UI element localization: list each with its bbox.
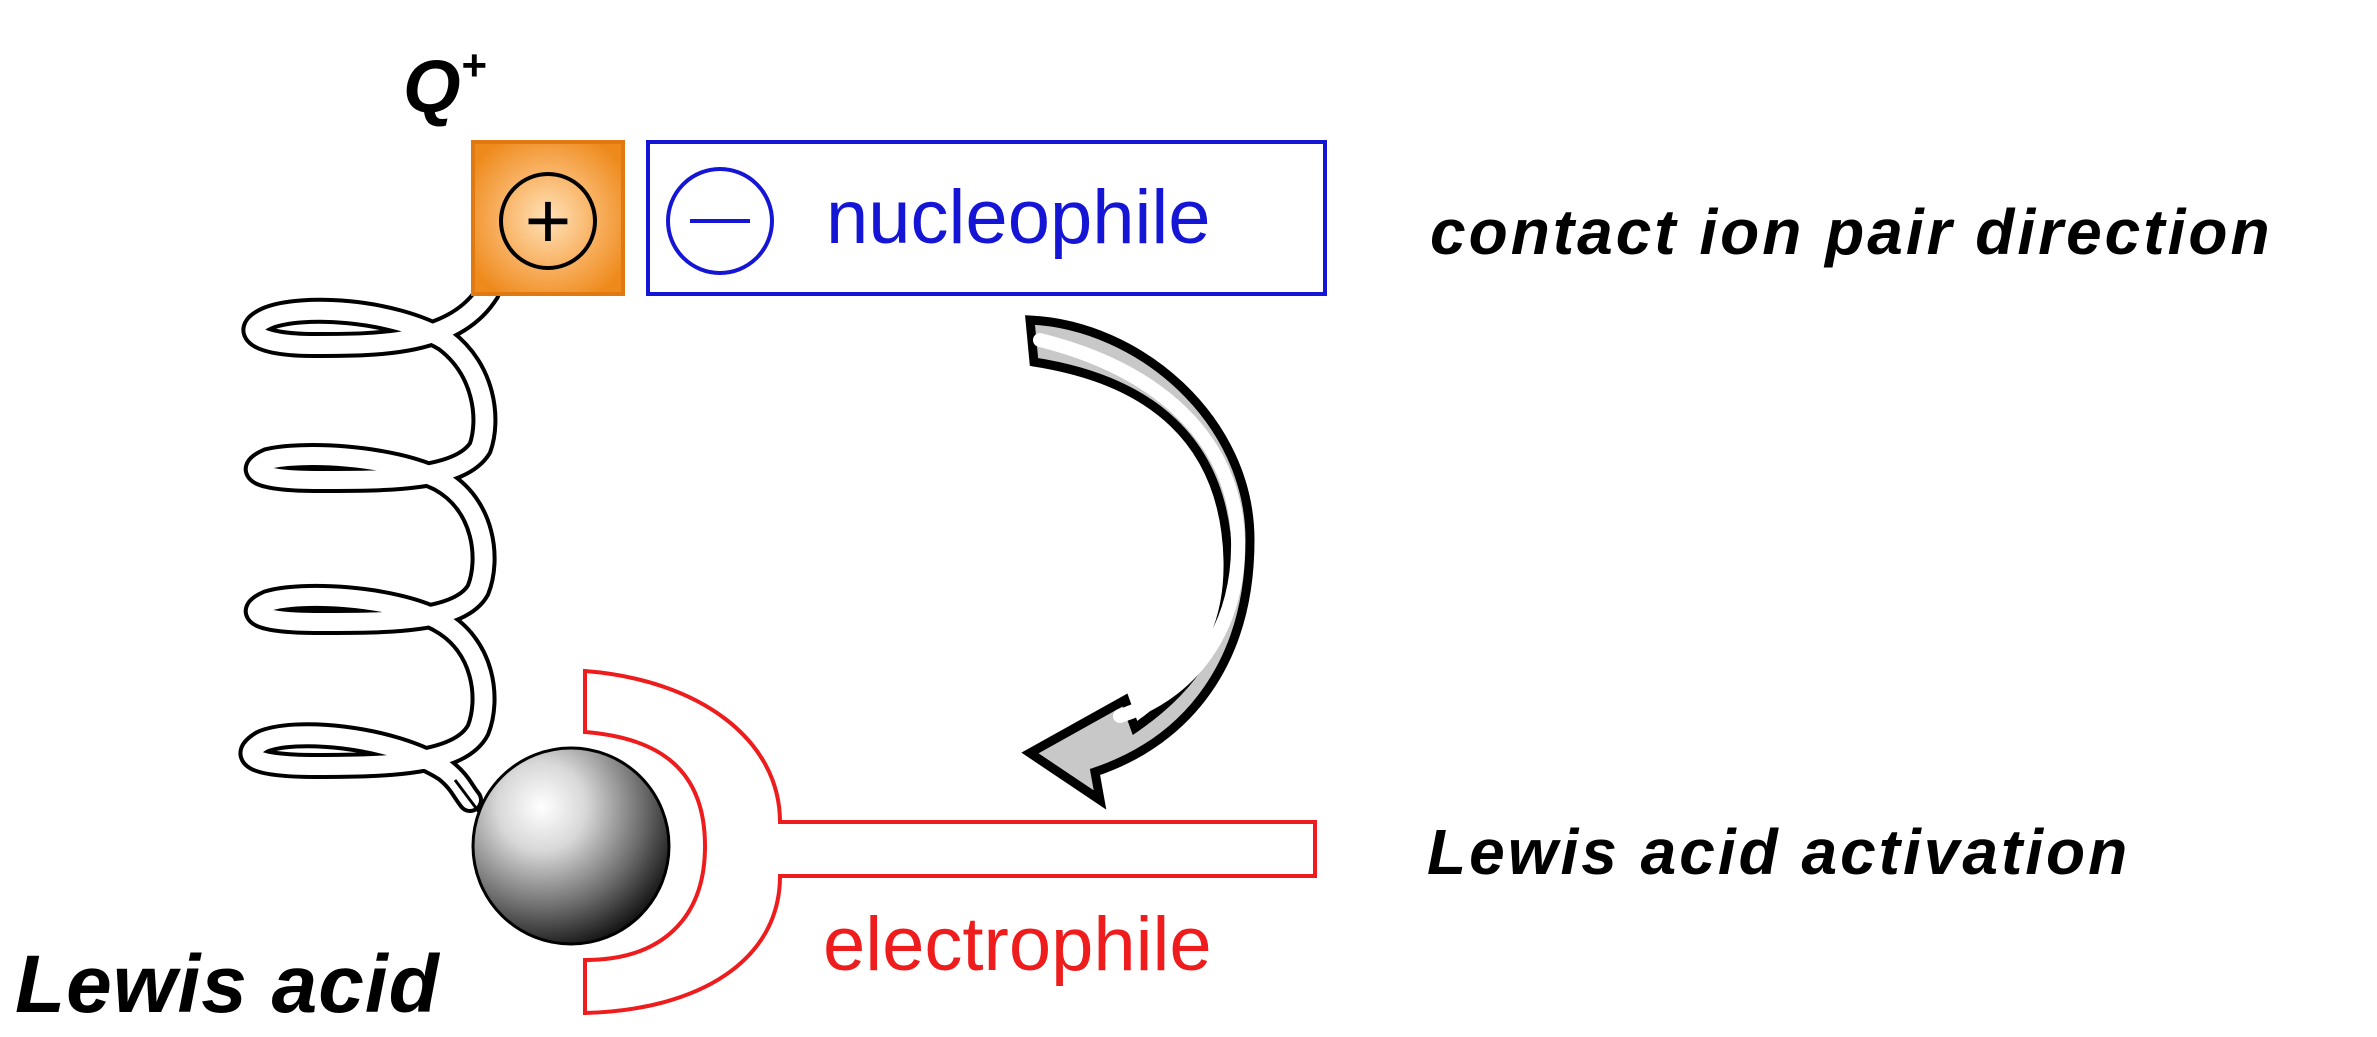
nucleophile-label: nucleophile bbox=[826, 175, 1211, 260]
lewis-acid-activation-label: Lewis acid activation bbox=[1427, 816, 2131, 888]
q-plus-superscript: + bbox=[460, 41, 487, 90]
helix-chain bbox=[238, 279, 502, 841]
nucleophile-box bbox=[646, 140, 1327, 296]
q-plus-label: Q+ bbox=[403, 41, 487, 128]
electrophile-label: electrophile bbox=[823, 902, 1212, 987]
lewis-acid-label: Lewis acid bbox=[15, 939, 440, 1030]
plus-circle-icon bbox=[499, 172, 597, 270]
minus-circle-icon bbox=[666, 167, 774, 275]
electrophile-shape bbox=[583, 668, 1317, 1016]
cation-box: + bbox=[471, 140, 625, 296]
curved-arrow bbox=[1021, 315, 1255, 810]
plus-symbol: + bbox=[525, 176, 572, 265]
contact-ion-pair-label: contact ion pair direction bbox=[1430, 196, 2273, 268]
lewis-acid-ball bbox=[471, 746, 671, 946]
